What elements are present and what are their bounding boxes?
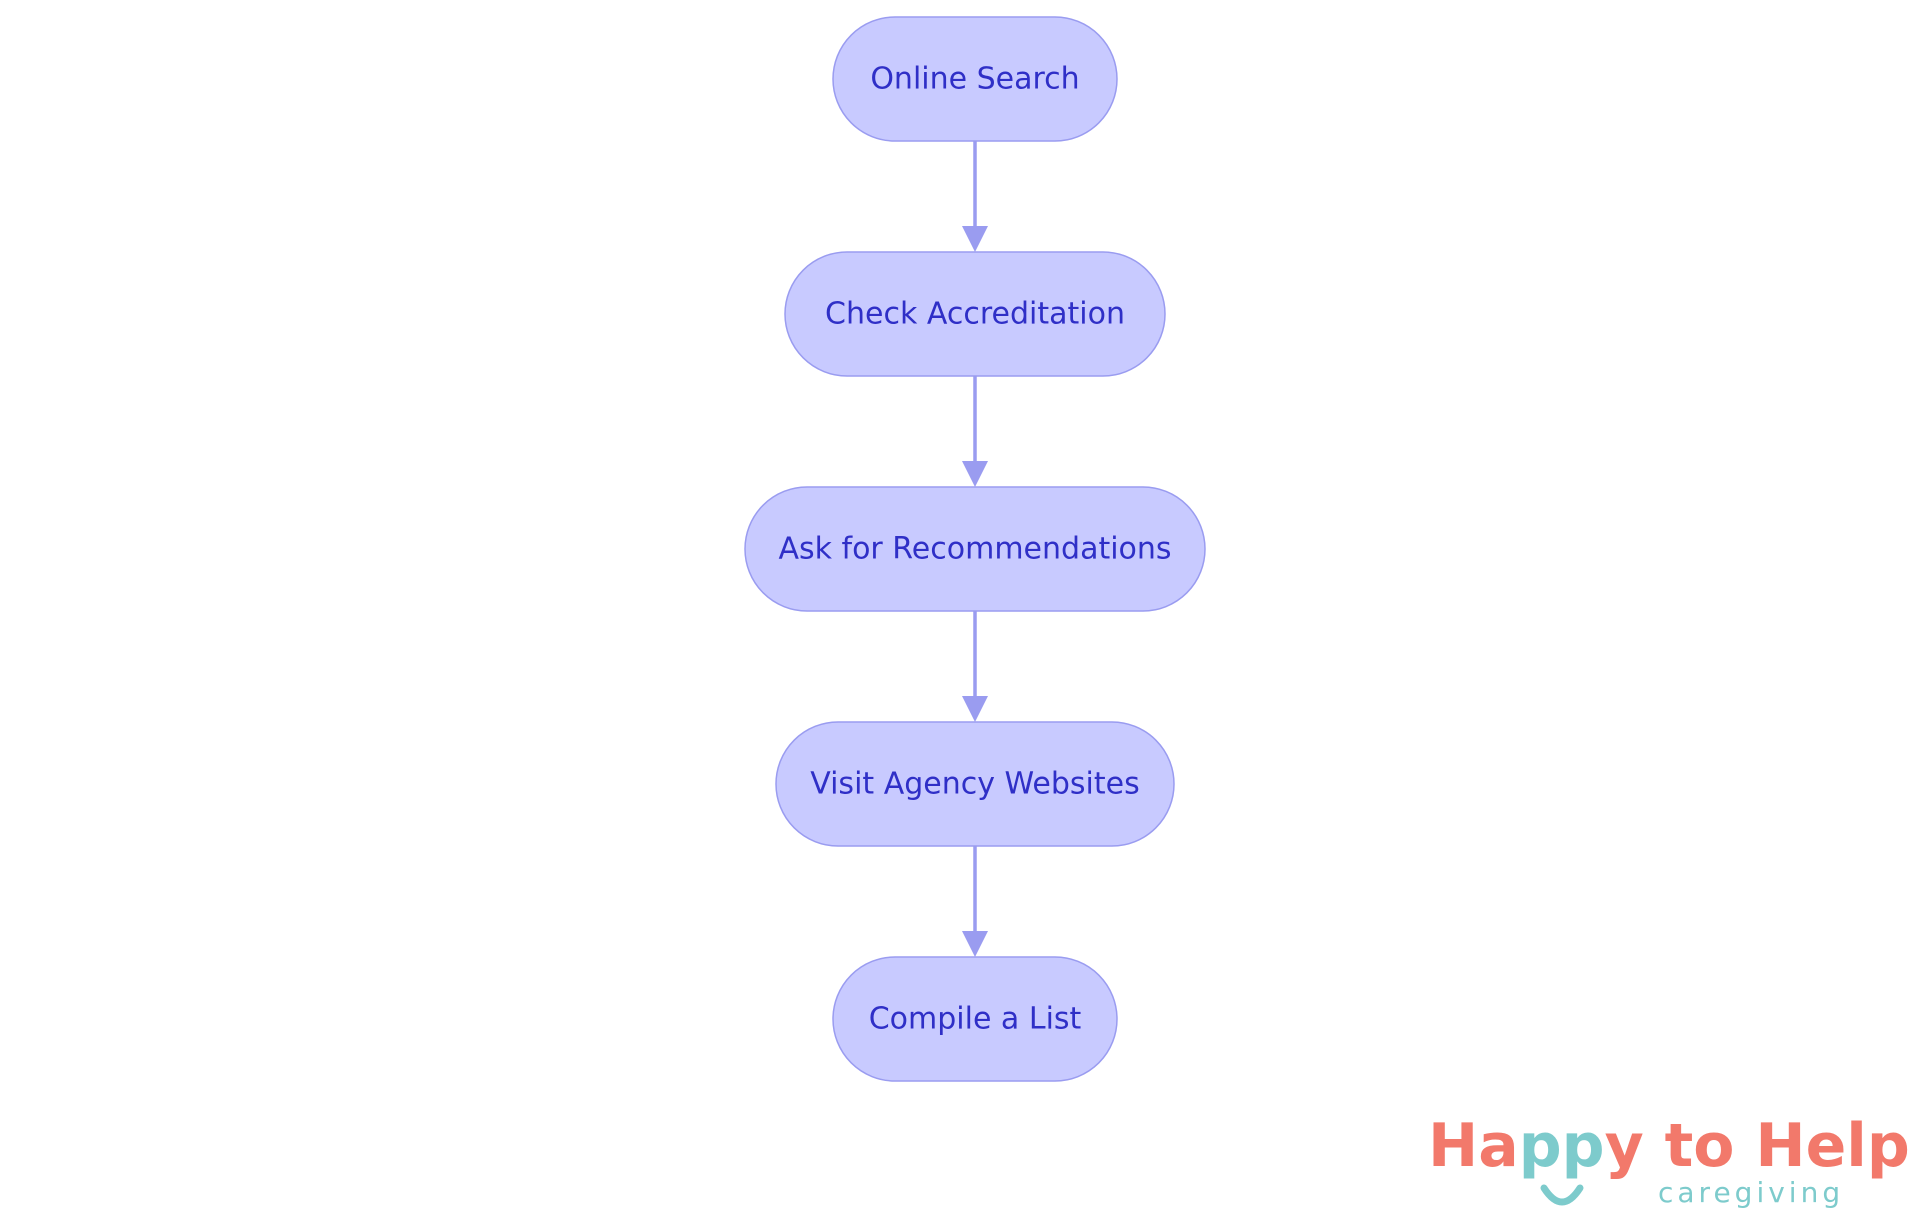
smile-icon (1540, 1184, 1584, 1206)
arrowhead-icon (962, 226, 988, 252)
flow-edge (962, 846, 988, 957)
flow-node: Visit Agency Websites (775, 721, 1175, 847)
flow-node-label: Visit Agency Websites (810, 767, 1140, 802)
flow-edge (962, 611, 988, 722)
flow-node-shape (784, 251, 1166, 377)
logo-wordmark-part3: y to Help (1604, 1111, 1910, 1181)
flow-node-label: Check Accreditation (825, 297, 1125, 332)
flow-node-shape (744, 486, 1206, 612)
flow-edge (962, 376, 988, 487)
flow-node: Online Search (832, 16, 1118, 142)
flow-node-shape (832, 956, 1118, 1082)
flow-edge (962, 141, 988, 252)
flow-node-shape (832, 16, 1118, 142)
flow-node: Check Accreditation (784, 251, 1166, 377)
happy-to-help-logo: Happy to Help caregiving (1428, 1106, 1910, 1209)
logo-wordmark-part1: Ha (1428, 1111, 1519, 1181)
logo-wordmark-part2: pp (1518, 1111, 1605, 1181)
flow-node-shape (775, 721, 1175, 847)
arrowhead-icon (962, 461, 988, 487)
arrowhead-icon (962, 696, 988, 722)
flow-node-label: Ask for Recommendations (778, 532, 1171, 567)
edges-layer (962, 141, 988, 957)
flow-node: Compile a List (832, 956, 1118, 1082)
flow-node: Ask for Recommendations (744, 486, 1206, 612)
logo-subtitle: caregiving (1658, 1176, 1845, 1209)
flow-node-label: Compile a List (869, 1002, 1082, 1037)
logo-wordmark: Happy to Help (1428, 1106, 1910, 1186)
arrowhead-icon (962, 931, 988, 957)
flow-node-label: Online Search (870, 62, 1079, 97)
